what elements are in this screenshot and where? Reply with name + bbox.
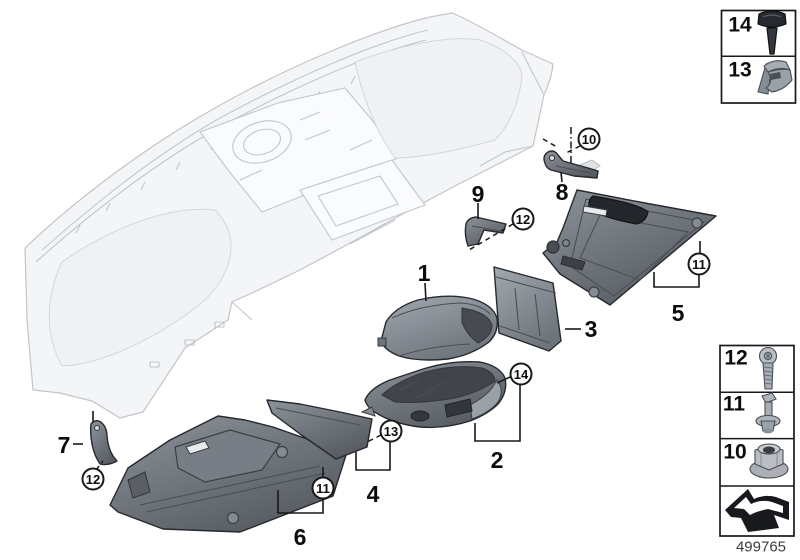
metal-clip-icon — [757, 60, 793, 95]
hex-flange-nut-icon — [749, 443, 789, 479]
part-4-side-trim-panel[interactable] — [266, 399, 376, 460]
drawing-number: 499765 — [736, 539, 786, 556]
legend-cell-14[interactable]: 14 — [728, 10, 787, 55]
svg-text:11: 11 — [692, 257, 706, 272]
part-1-upper-steering-column-cover[interactable] — [377, 295, 499, 361]
legend-cell-12[interactable]: 12 — [724, 346, 778, 390]
svg-text:11: 11 — [316, 481, 330, 496]
svg-text:12: 12 — [516, 212, 530, 227]
circled-callout-13[interactable]: 13 — [379, 419, 403, 443]
legend-top-box: 14 13 — [720, 9, 797, 104]
svg-text:11: 11 — [723, 393, 746, 416]
callout-9[interactable]: 9 — [472, 181, 485, 207]
plain-callouts: 1 2 3 4 5 6 7 8 9 — [58, 179, 685, 550]
circled-callout-11-panel5[interactable]: 11 — [687, 252, 711, 276]
part-7-hook-bracket[interactable] — [89, 420, 118, 466]
callout-1[interactable]: 1 — [418, 260, 431, 286]
circled-callout-14[interactable]: 14 — [509, 362, 533, 386]
svg-text:13: 13 — [384, 424, 398, 439]
callout-4[interactable]: 4 — [367, 481, 380, 507]
torx-screw-icon — [758, 346, 778, 390]
direction-arrow-icon — [725, 489, 789, 532]
leader-10a — [565, 145, 581, 154]
part-5-underdash-panel-passenger[interactable] — [542, 189, 717, 306]
callout-7[interactable]: 7 — [58, 432, 71, 458]
svg-text:12: 12 — [724, 347, 747, 370]
svg-text:13: 13 — [728, 59, 751, 82]
callout-leader-lines — [73, 127, 701, 514]
part-8-support-bracket[interactable] — [543, 150, 599, 179]
part-9-angle-bracket[interactable] — [464, 216, 507, 247]
part-2-lower-steering-column-cover[interactable] — [364, 360, 507, 429]
svg-text:14: 14 — [728, 14, 752, 37]
circled-callouts: 10 11 11 12 12 13 14 — [81, 127, 711, 500]
push-pin-icon — [757, 10, 787, 55]
circled-callout-12-bracket9[interactable]: 12 — [511, 207, 535, 231]
bracket-4 — [355, 442, 391, 471]
svg-text:10: 10 — [723, 441, 746, 464]
svg-text:12: 12 — [86, 472, 100, 487]
legend-bottom-box: 12 11 10 — [719, 344, 795, 537]
circled-callout-10[interactable]: 10 — [577, 127, 601, 151]
circled-callout-11-panel6[interactable]: 11 — [311, 476, 335, 500]
callout-5[interactable]: 5 — [672, 300, 685, 326]
leader-8 — [560, 171, 563, 183]
svg-text:10: 10 — [582, 132, 596, 147]
callout-2[interactable]: 2 — [491, 447, 504, 473]
bracket-2 — [474, 384, 521, 442]
leader-13 — [364, 434, 382, 444]
bracket-6 — [277, 490, 324, 514]
svg-text:14: 14 — [514, 367, 529, 382]
circled-callout-12-bracket7[interactable]: 12 — [81, 467, 105, 491]
bracket-5 — [653, 272, 700, 288]
callout-8[interactable]: 8 — [556, 179, 569, 205]
callout-3[interactable]: 3 — [585, 316, 598, 342]
legend-cell-10[interactable]: 10 — [723, 441, 789, 479]
legend-cell-11[interactable]: 11 — [723, 392, 781, 434]
part-6-underdash-panel-driver[interactable] — [109, 415, 348, 533]
leader-10b — [542, 138, 558, 148]
part-3-trim-panel[interactable] — [493, 266, 562, 352]
leader-14 — [496, 376, 511, 384]
leader-1 — [424, 282, 427, 302]
legend-cell-13[interactable]: 13 — [728, 59, 793, 95]
callout-6[interactable]: 6 — [294, 524, 307, 550]
legend-cell-footnote[interactable] — [725, 489, 789, 532]
expanding-rivet-icon — [755, 392, 781, 434]
dashboard-carrier-ghost — [24, 12, 601, 419]
